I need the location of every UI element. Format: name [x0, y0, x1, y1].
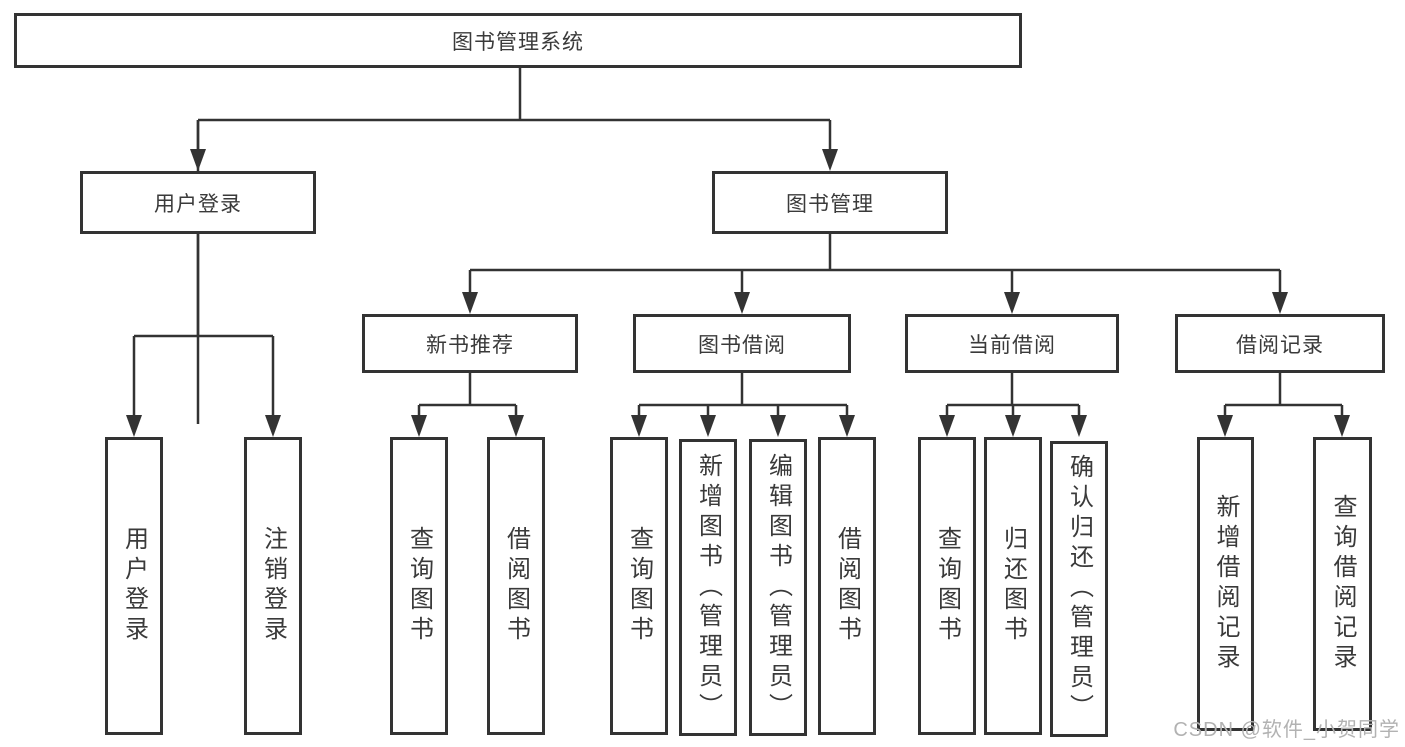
leaf-label: 借阅图书 — [502, 526, 530, 646]
leaf-label: 查询借阅记录 — [1329, 494, 1356, 674]
arrowhead-icon — [1005, 415, 1021, 437]
arrowhead-icon — [1071, 415, 1087, 437]
leaf-label: 注销登录 — [259, 526, 287, 646]
leaf-current-query-books: 查询图书 — [918, 437, 976, 735]
connector-current-split — [945, 373, 1081, 424]
leaf-borrow-borrow-books: 借阅图书 — [818, 437, 876, 735]
arrowhead-icon — [1217, 415, 1233, 437]
arrowhead-icon — [411, 415, 427, 437]
node-current-borrow-label: 当前借阅 — [968, 333, 1056, 357]
node-user-login-label: 用户登录 — [154, 192, 242, 216]
leaf-borrow-edit-books-admin: 编辑图书（管理员） — [749, 439, 807, 736]
node-root: 图书管理系统 — [14, 13, 1022, 68]
arrowhead-icon — [631, 415, 647, 437]
watermark: CSDN @软件_小贺同学 — [1173, 719, 1400, 741]
connector-user-login-split — [132, 234, 275, 424]
connector-recommend-split — [417, 373, 518, 424]
leaf-label: 用户登录 — [120, 526, 148, 646]
leaf-borrow-query-books: 查询图书 — [610, 437, 668, 735]
arrowhead-icon — [939, 415, 955, 437]
leaf-label: 编辑图书（管理员） — [764, 452, 792, 723]
arrowhead-icon — [839, 415, 855, 437]
node-book-management: 图书管理 — [712, 171, 948, 234]
arrowhead-icon — [822, 149, 838, 171]
connector-book-mgmt-split — [468, 234, 1282, 300]
leaf-current-confirm-return-admin: 确认归还（管理员） — [1050, 441, 1108, 737]
leaf-borrow-add-books-admin: 新增图书（管理员） — [679, 439, 737, 736]
arrowhead-icon — [1272, 292, 1288, 314]
arrowhead-icon — [770, 415, 786, 437]
node-new-book-recommend: 新书推荐 — [362, 314, 578, 373]
leaf-user-login: 用户登录 — [105, 437, 163, 735]
leaf-recommend-query-books: 查询图书 — [390, 437, 448, 735]
leaf-records-query-record: 查询借阅记录 — [1313, 437, 1372, 731]
node-root-label: 图书管理系统 — [452, 30, 584, 54]
leaf-label: 新增借阅记录 — [1212, 494, 1239, 674]
leaf-label: 查询图书 — [625, 526, 653, 646]
arrowhead-icon — [190, 149, 206, 171]
node-book-borrow: 图书借阅 — [633, 314, 851, 373]
leaf-label: 借阅图书 — [833, 526, 861, 646]
leaf-records-add-record: 新增借阅记录 — [1197, 437, 1254, 731]
leaf-label: 归还图书 — [999, 526, 1027, 646]
connector-records-split — [1223, 373, 1344, 424]
arrowhead-icon — [462, 292, 478, 314]
node-borrow-records-label: 借阅记录 — [1236, 333, 1324, 357]
node-current-borrow: 当前借阅 — [905, 314, 1119, 373]
connector-root-split — [196, 68, 832, 424]
connector-borrow-split — [637, 373, 849, 424]
arrowhead-icon — [126, 415, 142, 437]
leaf-label: 新增图书（管理员） — [694, 452, 722, 723]
leaf-label: 查询图书 — [405, 526, 433, 646]
leaf-label: 查询图书 — [933, 526, 961, 646]
connector-lines — [132, 68, 1344, 424]
leaf-current-return-books: 归还图书 — [984, 437, 1042, 735]
arrowheads — [126, 149, 1350, 437]
arrowhead-icon — [1334, 415, 1350, 437]
leaf-logout: 注销登录 — [244, 437, 302, 735]
arrowhead-icon — [508, 415, 524, 437]
node-new-book-recommend-label: 新书推荐 — [426, 333, 514, 357]
node-borrow-records: 借阅记录 — [1175, 314, 1385, 373]
node-book-borrow-label: 图书借阅 — [698, 333, 786, 357]
leaf-recommend-borrow-books: 借阅图书 — [487, 437, 545, 735]
leaf-label: 确认归还（管理员） — [1065, 454, 1093, 724]
node-book-management-label: 图书管理 — [786, 192, 874, 216]
arrowhead-icon — [734, 292, 750, 314]
arrowhead-icon — [1004, 292, 1020, 314]
arrowhead-icon — [700, 415, 716, 437]
node-user-login: 用户登录 — [80, 171, 316, 234]
arrowhead-icon — [265, 415, 281, 437]
